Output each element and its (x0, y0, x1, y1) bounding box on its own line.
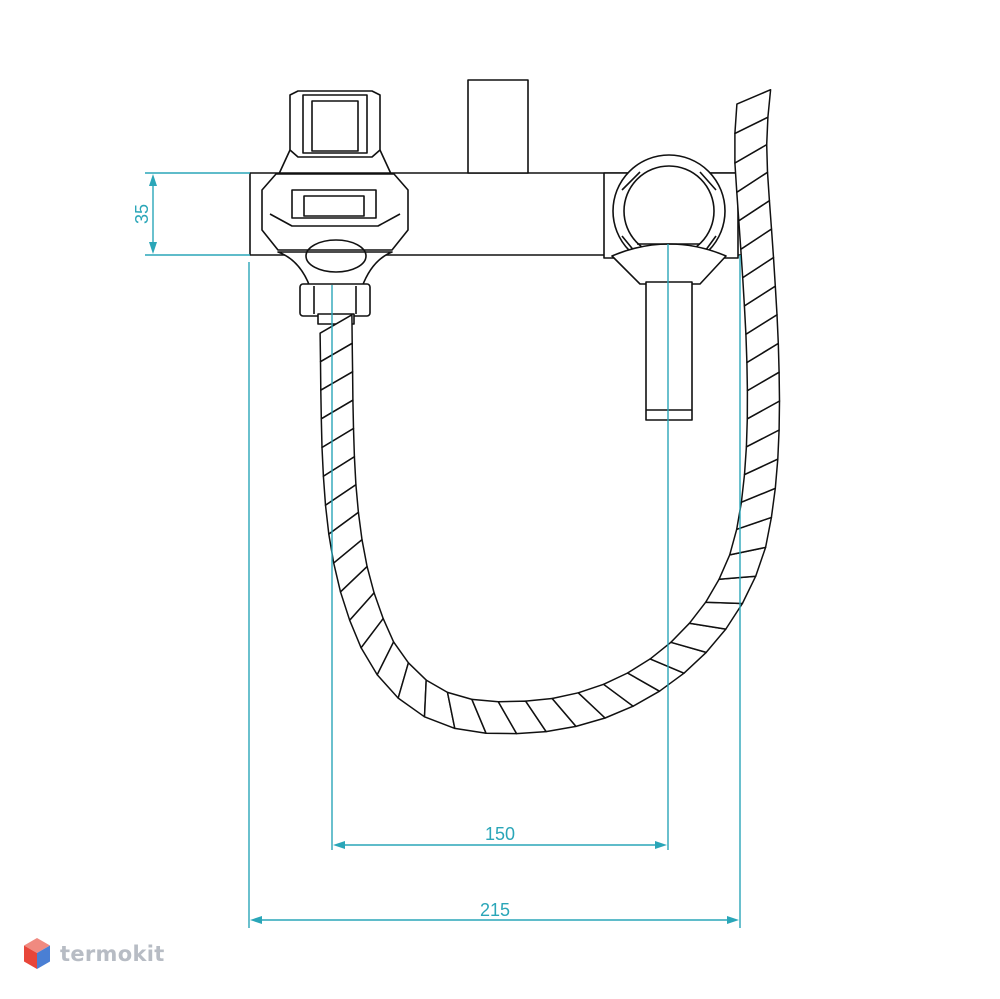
cube-logo-icon (24, 938, 50, 969)
right-connector (603, 154, 739, 421)
dimension-lines (145, 172, 741, 928)
hose-segment (688, 601, 744, 630)
spout-stub (467, 79, 529, 174)
hose-segment (704, 575, 757, 605)
height-dimension-label: 35 (132, 204, 152, 224)
outer-width-dimension-label: 215 (480, 900, 510, 920)
inner-width-dimension-label: 150 (485, 824, 515, 844)
brand-logo: termokit (22, 934, 165, 974)
left-connector (261, 90, 409, 325)
flexible-hose (319, 88, 781, 735)
brand-name: termokit (60, 942, 165, 966)
hose-segment (734, 88, 772, 135)
